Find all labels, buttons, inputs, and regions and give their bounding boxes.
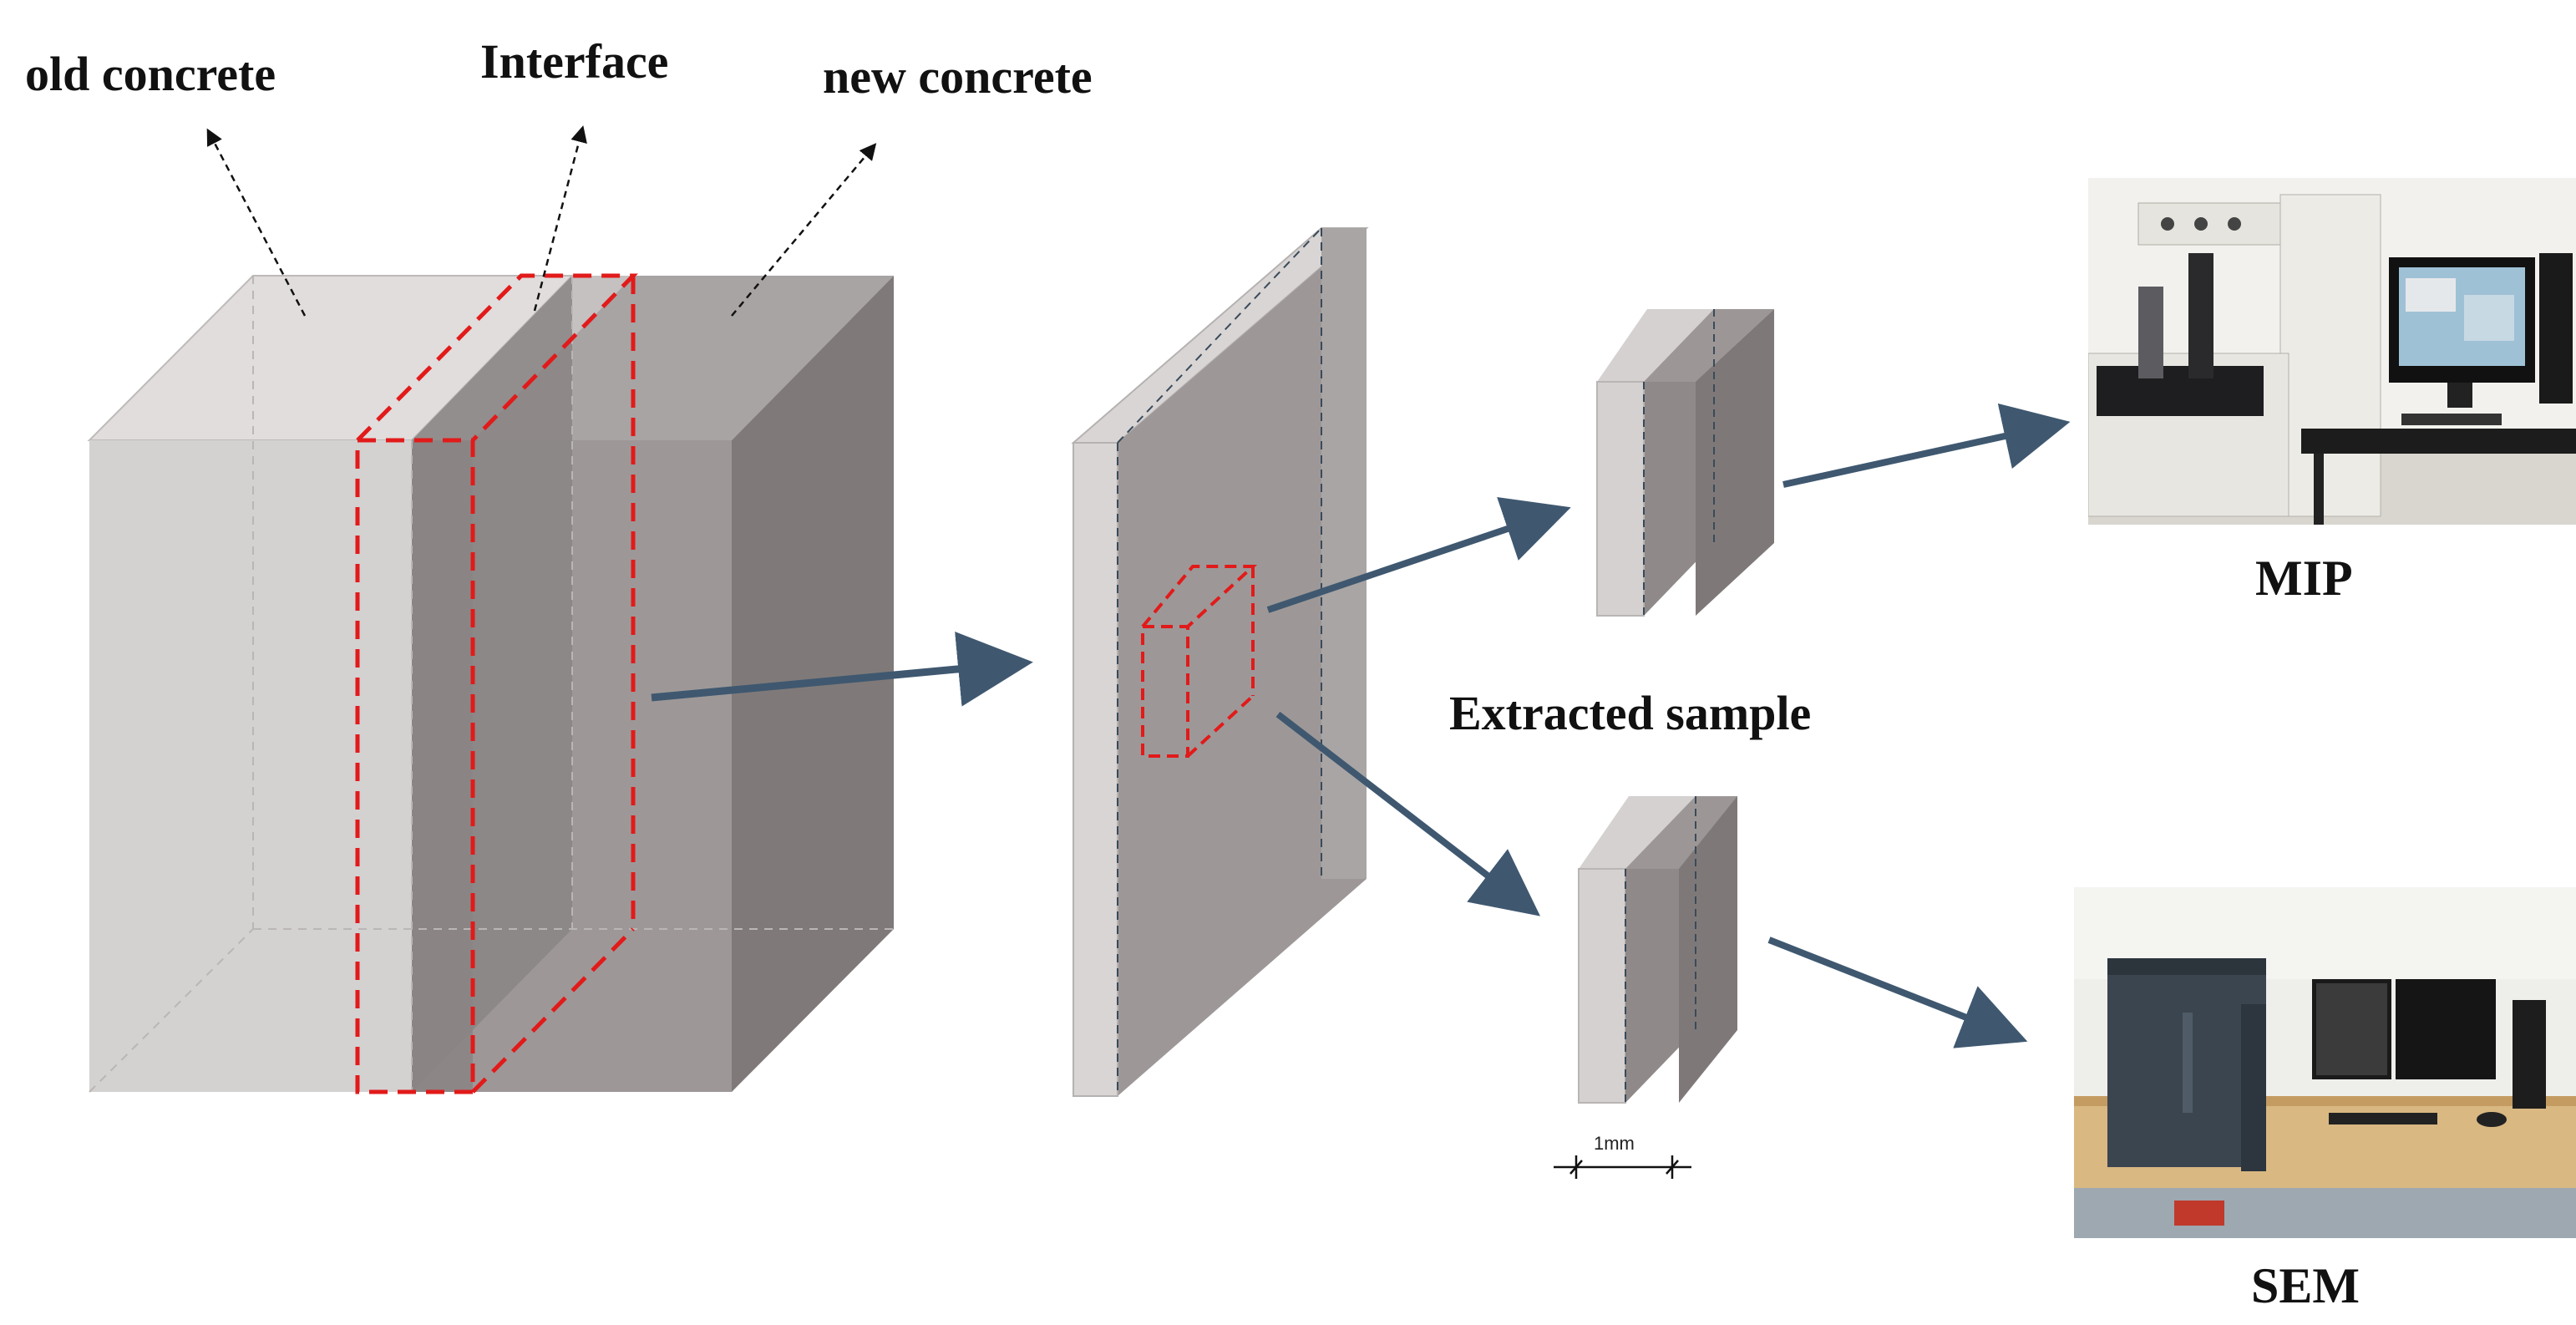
arrow-to-slice bbox=[651, 632, 1033, 707]
new-concrete-label: new concrete bbox=[823, 49, 1093, 104]
mip-label: MIP bbox=[2255, 551, 2353, 606]
sample-mip bbox=[1596, 309, 1774, 617]
interface-label: Interface bbox=[480, 34, 669, 89]
extracted-sample-label: Extracted sample bbox=[1449, 686, 1812, 740]
scale-bar bbox=[1554, 1155, 1691, 1179]
scale-label: 1mm bbox=[1594, 1133, 1635, 1154]
sample-sem bbox=[1578, 796, 1737, 1104]
concrete-slice bbox=[1071, 227, 1369, 1097]
mip-photo bbox=[2088, 178, 2576, 525]
sem-label: SEM bbox=[2251, 1258, 2360, 1313]
old-concrete-label: old concrete bbox=[25, 47, 276, 101]
sem-photo bbox=[2074, 887, 2576, 1238]
